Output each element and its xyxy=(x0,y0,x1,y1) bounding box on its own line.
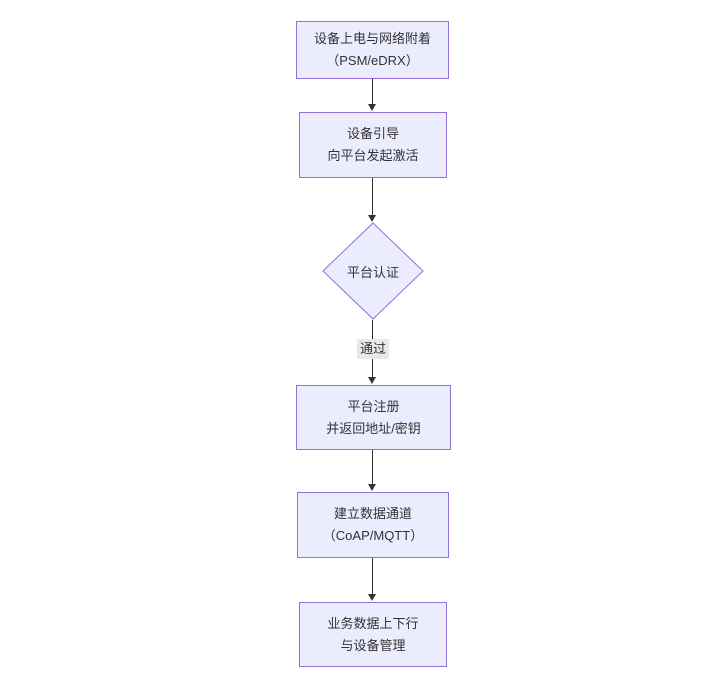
node-text-line: 设备上电与网络附着 xyxy=(313,31,431,46)
decision-platform-auth: 平台认证 xyxy=(322,222,424,320)
arrow-down-icon xyxy=(368,178,376,222)
node-text-line: 平台认证 xyxy=(346,264,399,280)
arrow-down-icon xyxy=(368,450,376,491)
node-text-line: 并返回地址/密钥 xyxy=(326,420,421,436)
flow-node-business-data: 业务数据上下行 与设备管理 xyxy=(299,602,447,667)
node-text-line: 平台注册 xyxy=(347,398,400,414)
node-text-line: 建立数据通道 xyxy=(333,506,412,521)
flow-node-power-network-attach: 设备上电与网络附着 （PSM/eDRX） xyxy=(296,21,449,79)
flow-node-platform-register: 平台注册 并返回地址/密钥 xyxy=(296,385,451,450)
node-text-line: 向平台发起激活 xyxy=(327,148,419,163)
node-text-line: （PSM/eDRX） xyxy=(326,53,419,68)
flow-node-data-channel: 建立数据通道 （CoAP/MQTT） xyxy=(297,492,449,558)
flow-node-device-bootstrap: 设备引导 向平台发起激活 xyxy=(299,112,447,178)
node-text-line: 与设备管理 xyxy=(340,637,406,653)
edge-label-pass: 通过 xyxy=(356,339,390,359)
diamond-shape-icon xyxy=(322,222,424,320)
node-text-line: （CoAP/MQTT） xyxy=(322,528,424,543)
arrow-down-icon xyxy=(368,79,376,111)
node-text-line: 业务数据上下行 xyxy=(327,615,419,631)
node-text-line: 设备引导 xyxy=(346,126,399,141)
arrow-down-icon xyxy=(368,558,376,601)
